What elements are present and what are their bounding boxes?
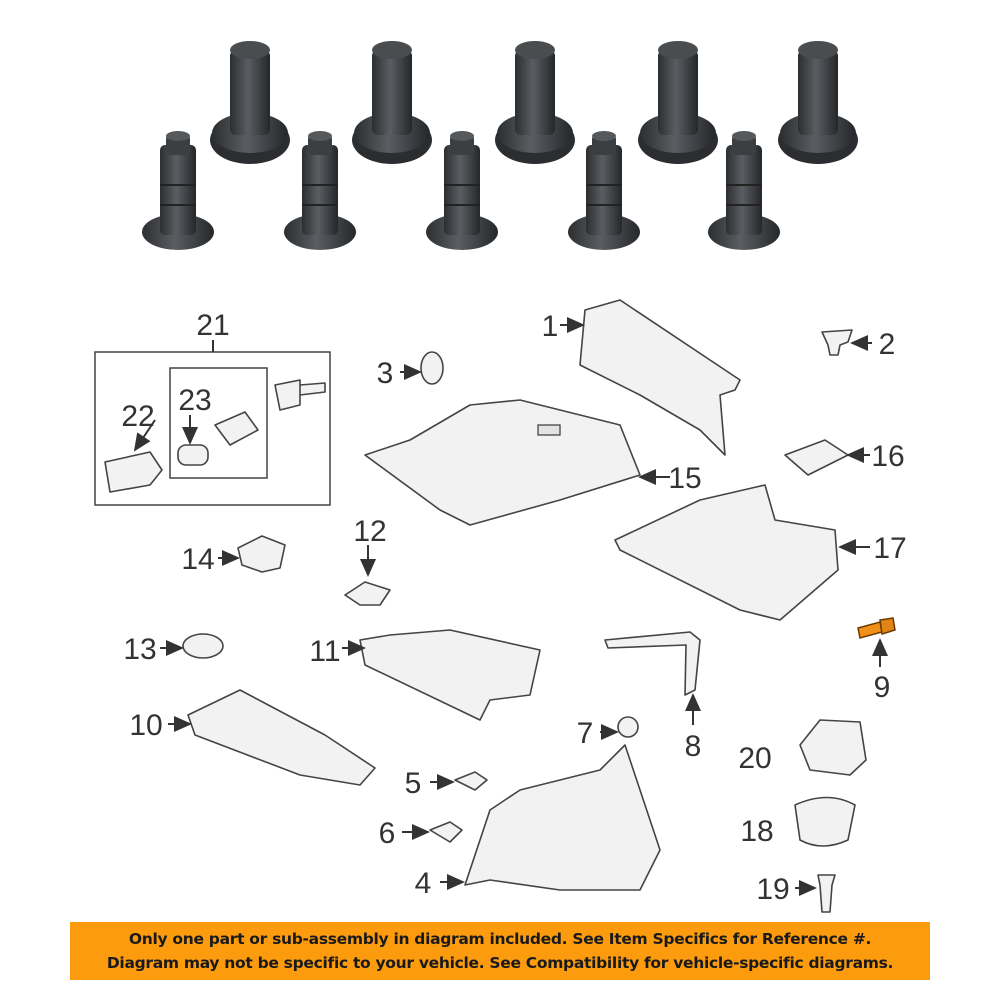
part-1-trim-panel bbox=[579, 299, 741, 456]
callout-10: 10 bbox=[129, 709, 162, 742]
product-grommets bbox=[210, 41, 858, 164]
callout-4: 4 bbox=[415, 867, 432, 900]
callout-3: 3 bbox=[377, 357, 394, 390]
part-11-trim-panel bbox=[359, 629, 541, 721]
disclaimer-line-2: Diagram may not be specific to your vehi… bbox=[106, 954, 894, 972]
sub-assembly-box-23 bbox=[169, 367, 268, 479]
callout-21: 21 bbox=[196, 309, 229, 342]
callout-17: 17 bbox=[873, 532, 906, 565]
part-19-screw bbox=[817, 874, 836, 913]
callout-20: 20 bbox=[738, 742, 771, 775]
callout-22: 22 bbox=[121, 400, 154, 433]
product-push-pins bbox=[142, 130, 781, 251]
callout-6: 6 bbox=[379, 817, 396, 850]
part-18-cup bbox=[794, 796, 856, 847]
callout-2: 2 bbox=[879, 328, 896, 361]
part-6-clip bbox=[429, 821, 463, 843]
part-22-lens bbox=[104, 451, 163, 493]
callout-23: 23 bbox=[178, 384, 211, 417]
callout-9: 9 bbox=[874, 671, 891, 704]
part-14-cap bbox=[237, 535, 286, 573]
callout-7: 7 bbox=[577, 717, 594, 750]
callout-19: 19 bbox=[756, 873, 789, 906]
callout-16: 16 bbox=[871, 440, 904, 473]
callout-15: 15 bbox=[668, 462, 701, 495]
part-13-grommet bbox=[182, 633, 224, 659]
callout-5: 5 bbox=[405, 767, 422, 800]
callout-12: 12 bbox=[353, 515, 386, 548]
callout-18: 18 bbox=[740, 815, 773, 848]
disclaimer-line-1: Only one part or sub-assembly in diagram… bbox=[128, 930, 872, 948]
part-8-seal bbox=[604, 631, 701, 696]
part-10-storage-box bbox=[187, 689, 376, 786]
part-16-bracket bbox=[784, 439, 849, 476]
part-20-latch bbox=[799, 719, 867, 776]
part-15-floor-cover bbox=[364, 399, 641, 526]
part-2-clip bbox=[821, 329, 853, 356]
callout-13: 13 bbox=[123, 633, 156, 666]
callout-11: 11 bbox=[309, 635, 340, 668]
disclaimer-banner: Only one part or sub-assembly in diagram… bbox=[70, 922, 930, 980]
part-3-grommet bbox=[420, 351, 444, 385]
part-5-clip bbox=[454, 771, 488, 791]
part-7-plug bbox=[617, 716, 639, 738]
callout-8: 8 bbox=[685, 730, 702, 763]
part-17-trunk-tray bbox=[614, 484, 839, 621]
part-4-side-trim bbox=[464, 744, 661, 891]
part-socket bbox=[214, 411, 259, 446]
callout-14: 14 bbox=[181, 543, 214, 576]
part-23-bulb bbox=[177, 444, 209, 466]
part-9-push-pin-highlighted bbox=[857, 617, 896, 639]
part-12-clip bbox=[344, 581, 391, 606]
callout-1: 1 bbox=[542, 310, 559, 343]
